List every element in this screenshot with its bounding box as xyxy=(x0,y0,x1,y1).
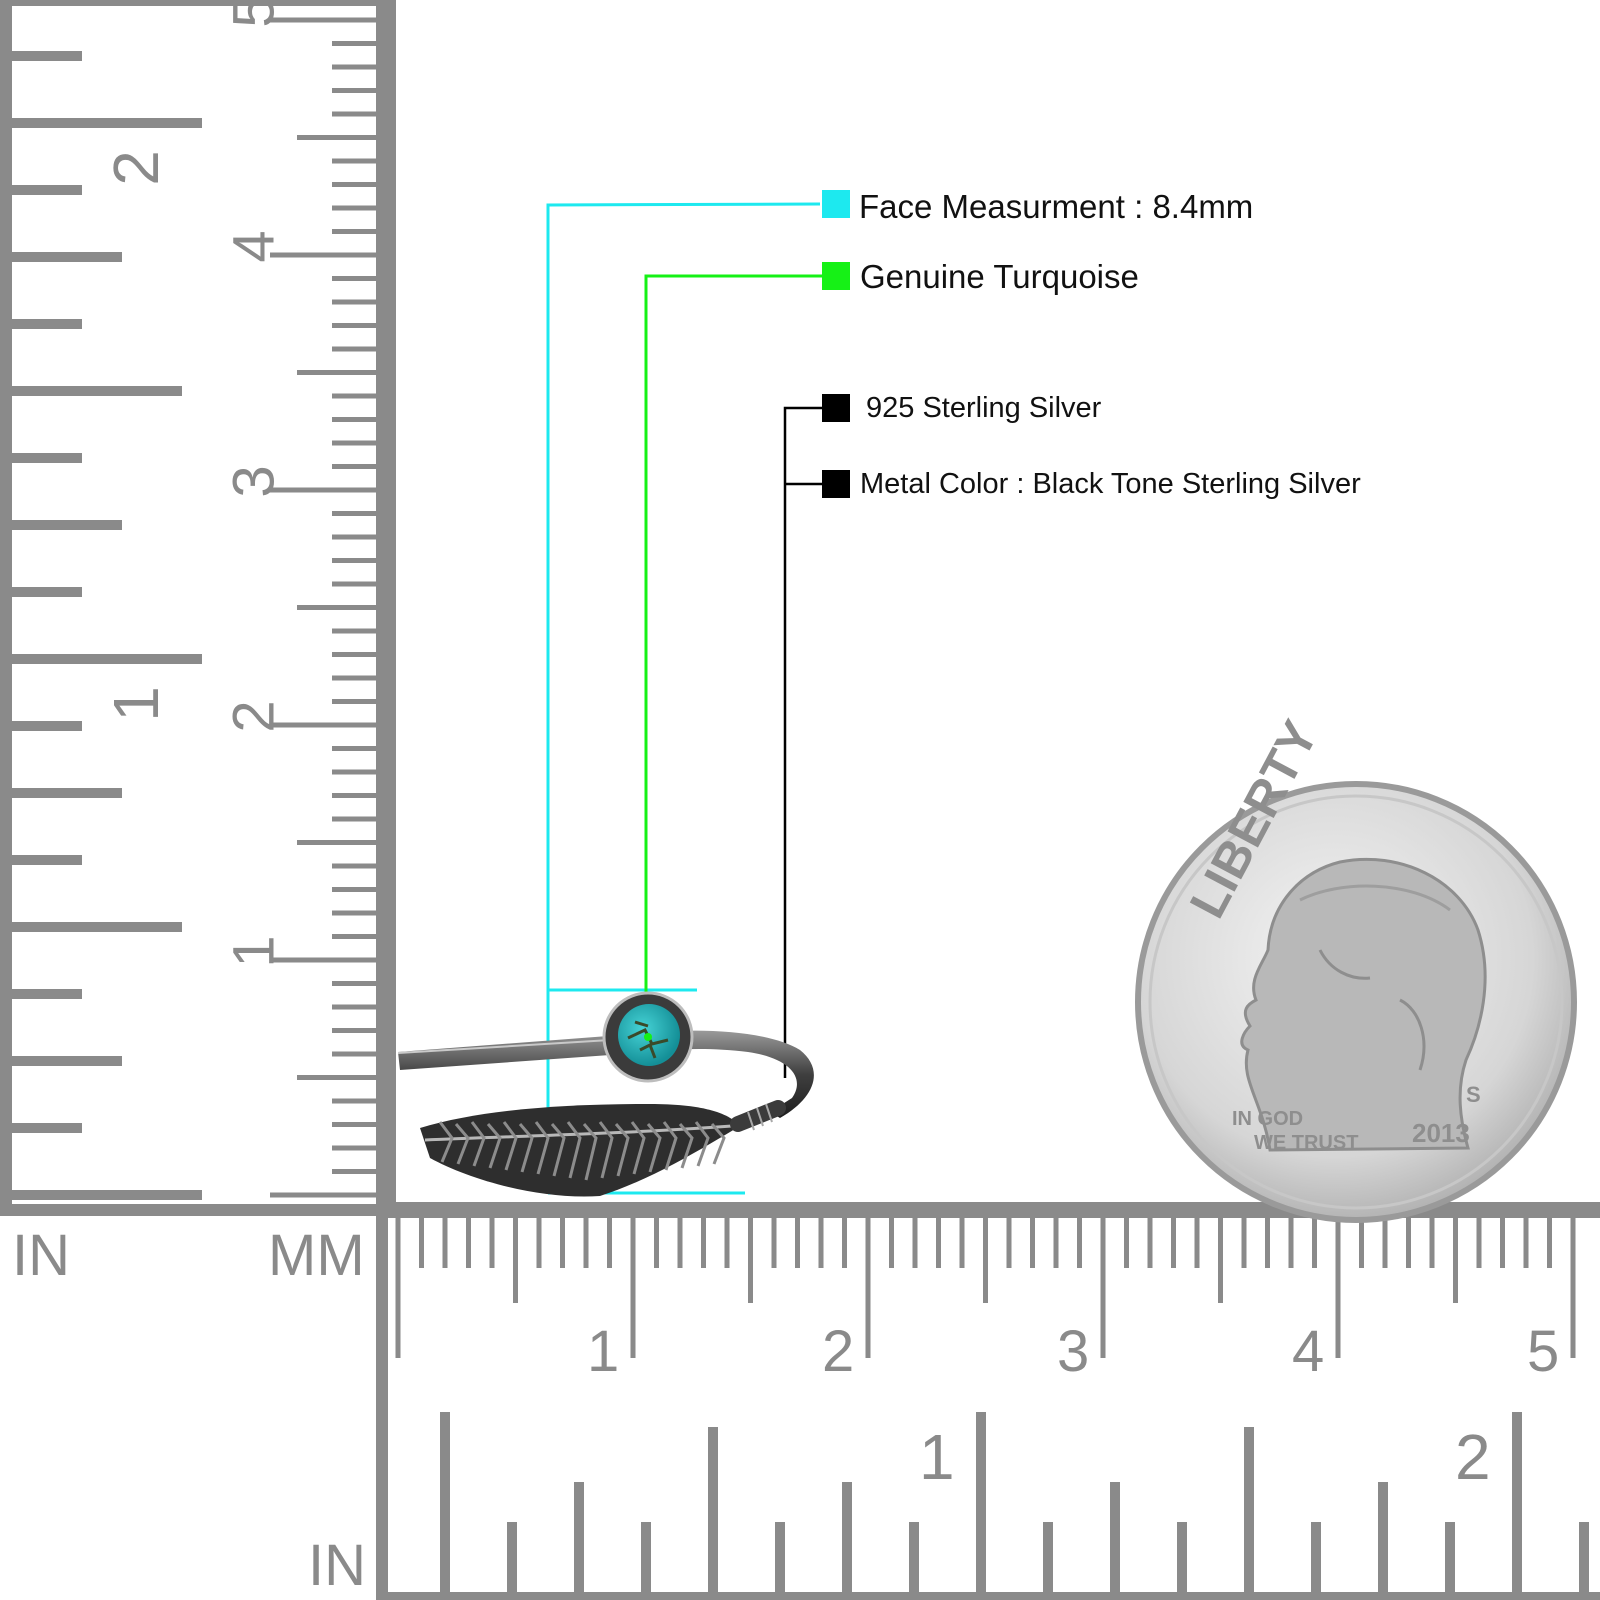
vertical-ruler-ticks xyxy=(12,17,382,1200)
silver-label: 925 Sterling Silver xyxy=(866,392,1102,424)
feather-vein xyxy=(678,1123,694,1169)
vertical-mm-number: 3 xyxy=(221,465,287,498)
ring-feather xyxy=(420,1104,740,1197)
left-ruler-mm-unit: MM xyxy=(268,1223,365,1288)
left-ruler-inch-unit: IN xyxy=(12,1223,70,1288)
vertical-mm-number: 2 xyxy=(221,700,287,733)
face-callout-line xyxy=(546,202,821,1192)
feather-vein xyxy=(630,1121,646,1175)
coin-motto-2: WE TRUST xyxy=(1254,1132,1359,1154)
vertical-mm-number: 5 xyxy=(221,0,287,28)
coin-year: 2013 xyxy=(1412,1118,1470,1148)
bottom-ruler-inch-unit: IN xyxy=(308,1533,366,1598)
horizontal-ruler-ticks xyxy=(395,1218,1589,1592)
metal-color-label: Metal Color : Black Tone Sterling Silver xyxy=(860,468,1361,500)
dime-coin xyxy=(1135,781,1577,1223)
coin-mint-mark: S xyxy=(1466,1082,1481,1107)
feather-vein xyxy=(598,1121,614,1179)
feather-vein xyxy=(438,1121,454,1163)
horizontal-inch-number: 2 xyxy=(1455,1421,1491,1493)
feather-vein xyxy=(646,1123,662,1173)
feather-vein xyxy=(550,1123,566,1177)
horizontal-mm-number: 1 xyxy=(587,1319,620,1384)
face-swatch xyxy=(822,190,850,218)
silver-callout-line xyxy=(783,406,822,1078)
ring-illustration xyxy=(397,991,814,1197)
coin-motto-1: IN GOD xyxy=(1232,1108,1304,1130)
ring-band xyxy=(398,1030,814,1118)
horizontal-mm-number: 3 xyxy=(1057,1319,1090,1384)
stone-label: Genuine Turquoise xyxy=(860,258,1139,295)
feather-vein xyxy=(486,1123,502,1169)
horizontal-mm-number: 4 xyxy=(1292,1319,1325,1384)
vertical-mm-number: 1 xyxy=(221,935,287,968)
coin-portrait xyxy=(1240,857,1487,1152)
feather-vein xyxy=(534,1121,550,1175)
feather-vein xyxy=(694,1121,710,1167)
feather-vein xyxy=(502,1121,518,1171)
silver-swatch xyxy=(822,394,850,422)
feather-vein xyxy=(566,1121,582,1179)
stone-callout-line xyxy=(644,274,822,1045)
feather-vein xyxy=(710,1123,726,1165)
vertical-mm-number: 4 xyxy=(221,230,287,263)
vertical-inch-number: 2 xyxy=(99,150,172,186)
callout-lines xyxy=(546,202,822,1195)
stone-swatch xyxy=(822,262,850,290)
metal-swatch xyxy=(822,470,850,498)
feather-vein xyxy=(662,1121,678,1171)
feather-vein xyxy=(518,1123,534,1173)
feather-vein xyxy=(454,1123,470,1165)
horizontal-mm-number: 2 xyxy=(822,1319,855,1384)
horizontal-mm-number: 5 xyxy=(1527,1319,1560,1384)
face-measurement-label: Face Measurment : 8.4mm xyxy=(859,188,1254,225)
vertical-inch-number: 1 xyxy=(99,686,172,722)
feather-vein xyxy=(470,1121,486,1167)
horizontal-inch-number: 1 xyxy=(919,1421,955,1493)
feather-vein xyxy=(614,1123,630,1177)
feather-vein xyxy=(582,1123,598,1181)
